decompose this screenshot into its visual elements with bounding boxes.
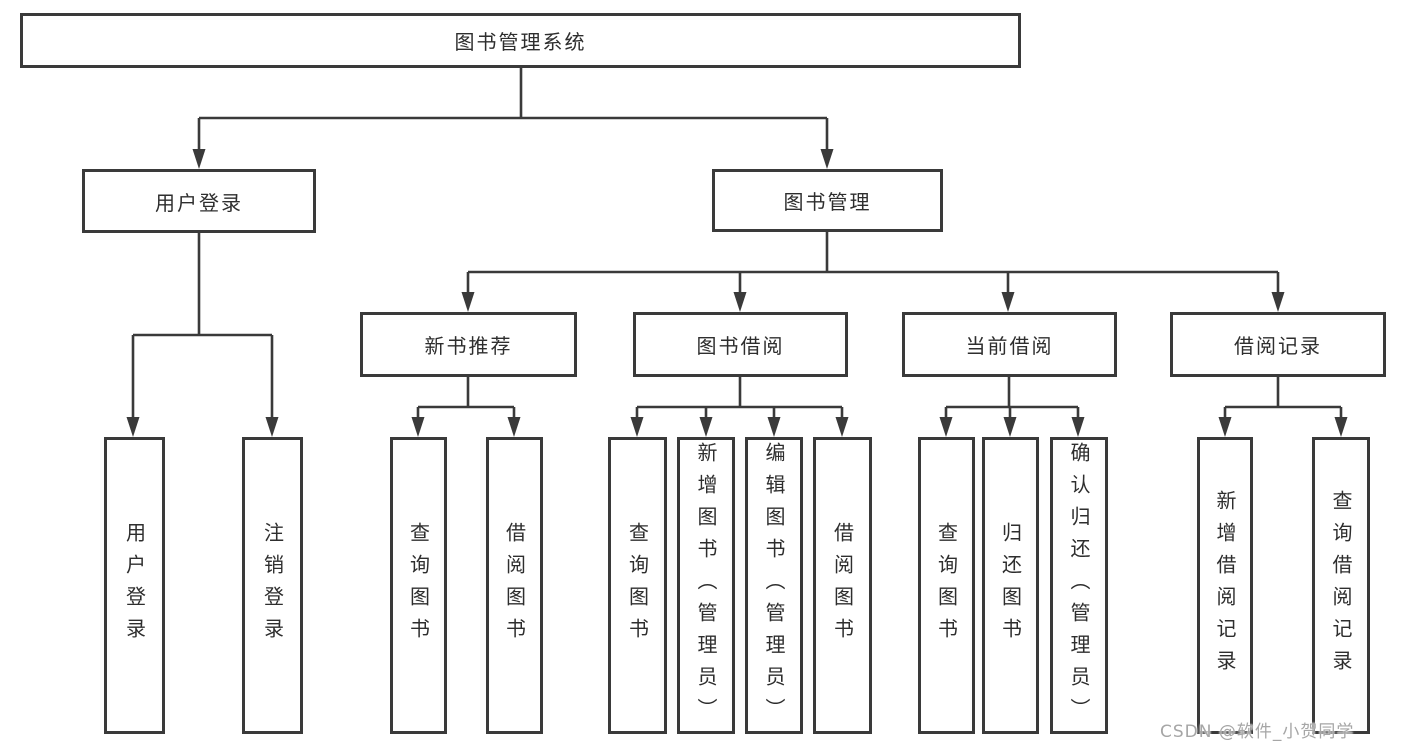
node-borrowing-records: 借阅记录 bbox=[1170, 312, 1386, 377]
csdn-watermark: CSDN @软件_小贺同学 bbox=[1160, 722, 1355, 742]
leaf-edit-books-admin: 编辑图书（管理员） bbox=[745, 437, 803, 734]
leaf-label: 用户登录 bbox=[122, 521, 147, 650]
node-label: 图书管理 bbox=[783, 190, 872, 214]
node-library-management-system: 图书管理系统 bbox=[20, 13, 1021, 68]
leaf-label: 新增图书（管理员） bbox=[694, 441, 718, 730]
leaf-label: 借阅图书 bbox=[502, 521, 527, 650]
node-new-book-recommendation: 新书推荐 bbox=[360, 312, 577, 377]
leaf-label: 确认归还（管理员） bbox=[1067, 441, 1091, 730]
leaf-label: 查询图书 bbox=[934, 521, 959, 650]
leaf-label: 编辑图书（管理员） bbox=[762, 441, 786, 730]
leaf-label: 查询借阅记录 bbox=[1329, 489, 1353, 682]
leaf-label: 借阅图书 bbox=[830, 521, 855, 650]
node-label: 借阅记录 bbox=[1234, 334, 1322, 358]
leaf-label: 查询图书 bbox=[406, 521, 431, 650]
leaf-logout: 注销登录 bbox=[242, 437, 303, 734]
leaf-query-books-current: 查询图书 bbox=[918, 437, 975, 734]
node-current-borrowing: 当前借阅 bbox=[902, 312, 1117, 377]
arrowheads bbox=[126, 149, 1348, 437]
node-book-management-module: 图书管理 bbox=[712, 169, 943, 232]
leaf-query-borrow-record: 查询借阅记录 bbox=[1312, 437, 1370, 734]
leaf-add-books-admin: 新增图书（管理员） bbox=[677, 437, 735, 734]
node-label: 当前借阅 bbox=[965, 334, 1054, 358]
leaf-borrow-books-borrow: 借阅图书 bbox=[813, 437, 872, 734]
node-book-borrowing: 图书借阅 bbox=[633, 312, 848, 377]
leaf-user-login: 用户登录 bbox=[104, 437, 165, 734]
leaf-label: 注销登录 bbox=[260, 521, 285, 650]
leaf-borrow-books-recommend: 借阅图书 bbox=[486, 437, 543, 734]
leaf-confirm-return-admin: 确认归还（管理员） bbox=[1050, 437, 1108, 734]
leaf-return-books: 归还图书 bbox=[982, 437, 1039, 734]
node-user-login-module: 用户登录 bbox=[82, 169, 316, 233]
leaf-query-books-recommend: 查询图书 bbox=[390, 437, 447, 734]
connector-path bbox=[131, 68, 1343, 419]
node-label: 用户登录 bbox=[155, 190, 243, 215]
leaf-label: 新增借阅记录 bbox=[1213, 489, 1237, 682]
leaf-label: 归还图书 bbox=[998, 521, 1023, 650]
leaf-label: 查询图书 bbox=[625, 521, 650, 650]
leaf-query-books-borrow: 查询图书 bbox=[608, 437, 667, 734]
leaf-add-borrow-record: 新增借阅记录 bbox=[1197, 437, 1253, 734]
node-label: 图书管理系统 bbox=[454, 30, 587, 54]
node-label: 图书借阅 bbox=[696, 334, 785, 358]
node-label: 新书推荐 bbox=[424, 334, 513, 358]
